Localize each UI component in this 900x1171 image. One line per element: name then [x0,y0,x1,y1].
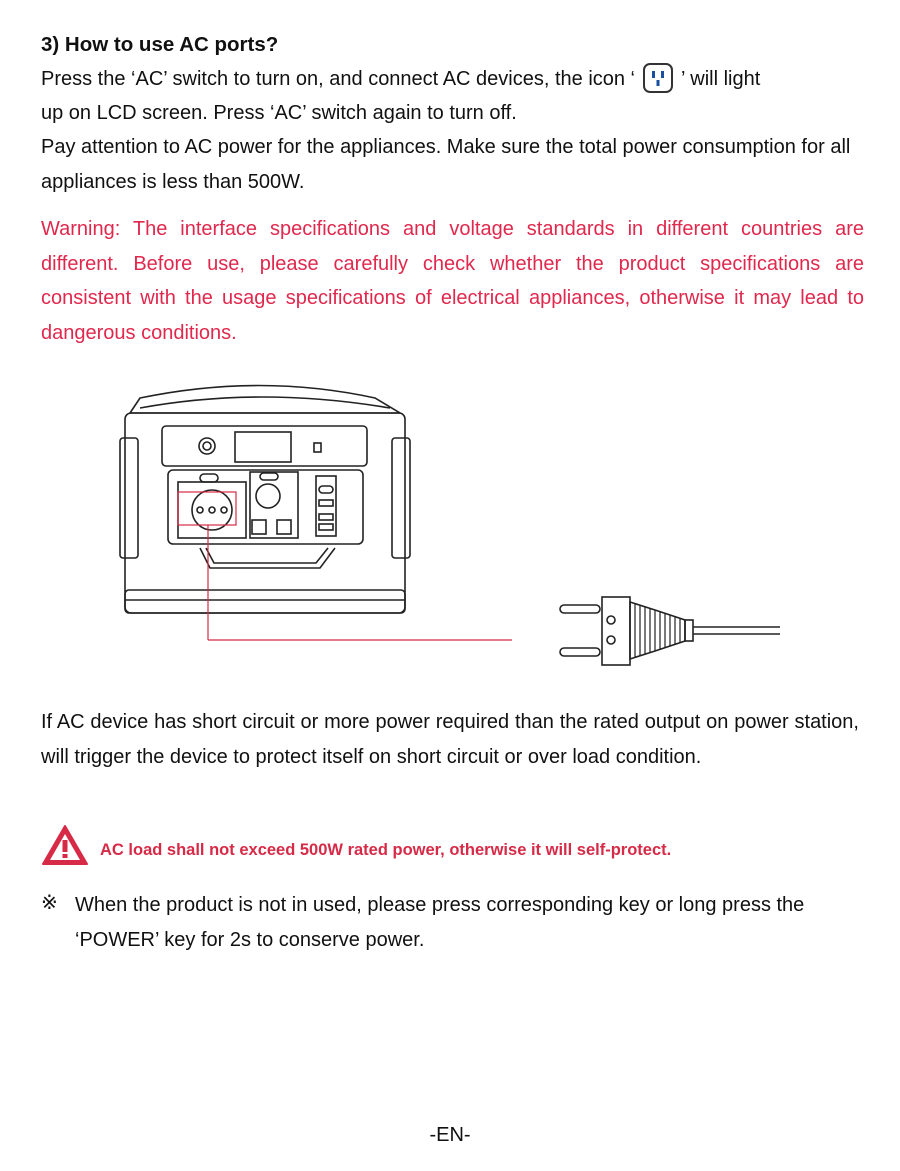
warning-triangle-icon [42,825,88,865]
warning-paragraph: Warning: The interface specifications an… [41,218,864,344]
short-circuit-paragraph: If AC device has short circuit or more p… [41,711,859,768]
note-mark: ※ [41,892,58,914]
ac-instruction-text-a: Press the ‘AC’ switch to turn on, and co… [41,68,636,90]
ac-instruction-text-b: ’ will light [681,68,761,90]
page-footer: -EN- [429,1124,471,1146]
power-consumption-paragraph: Pay attention to AC power for the applia… [41,136,851,193]
power-station-illustration [119,384,780,666]
ac-outlet-icon [643,62,674,93]
alert-text: AC load shall not exceed 500W rated powe… [100,841,672,859]
ac-instruction-line2: up on LCD screen. Press ‘AC’ switch agai… [41,102,517,124]
section-heading: 3) How to use AC ports? [41,33,279,56]
power-saving-note: When the product is not in used, please … [75,894,805,951]
ac-instruction-line1: Press the ‘AC’ switch to turn on, and co… [41,62,861,97]
